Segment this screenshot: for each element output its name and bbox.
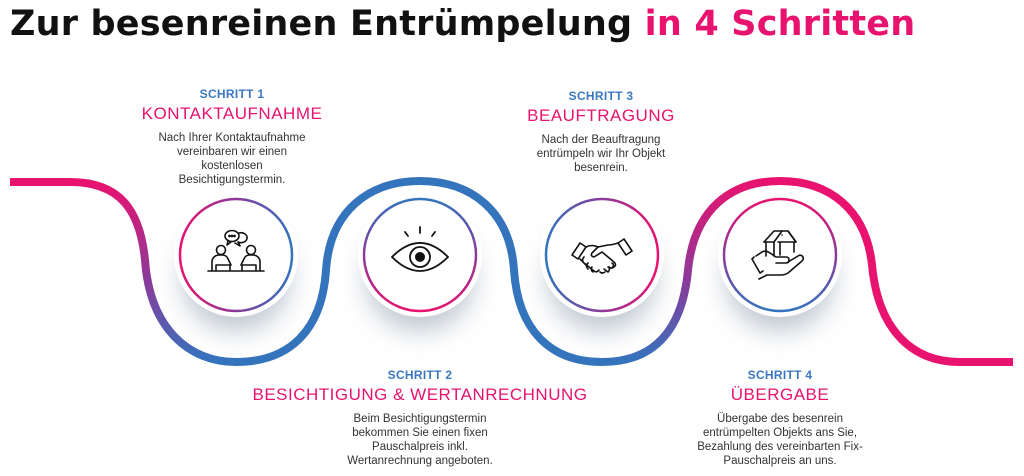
step-2-number: SCHRITT 2 xyxy=(387,368,453,382)
meeting-chat-icon xyxy=(178,197,294,313)
step-3-description: Nach der Beauftragung entrümpeln wir Ihr… xyxy=(536,134,666,174)
step-3-text: SCHRITT 3 BEAUFTRAGUNG Nach der Beauftra… xyxy=(471,89,731,175)
step-1-text: SCHRITT 1 KONTAKTAUFNAHME Nach Ihrer Kon… xyxy=(102,87,362,187)
house-in-hand-icon xyxy=(722,197,838,313)
eye-icon xyxy=(362,197,478,313)
step-4-circle xyxy=(718,193,842,317)
step-1-number: SCHRITT 1 xyxy=(199,87,265,101)
step-3-heading: BEAUFTRAGUNG xyxy=(527,106,675,125)
step-3-number: SCHRITT 3 xyxy=(568,89,634,103)
step-1-description: Nach Ihrer Kontaktaufnahme vereinbaren w… xyxy=(158,132,306,186)
step-1-heading: KONTAKTAUFNAHME xyxy=(141,104,323,123)
step-2-description: Beim Besichtigungstermin bekommen Sie ei… xyxy=(347,413,493,467)
title-accent: in 4 Schritten xyxy=(644,4,916,44)
page-title: Zur besenreinen Entrümpelung in 4 Schrit… xyxy=(10,4,915,44)
step-2-text: SCHRITT 2 BESICHTIGUNG & WERTANRECHNUNG … xyxy=(240,368,600,468)
step-4-number: SCHRITT 4 xyxy=(747,368,813,382)
handshake-icon xyxy=(544,197,660,313)
step-1-circle xyxy=(174,193,298,317)
step-3-circle xyxy=(540,193,664,317)
step-2-heading: BESICHTIGUNG & WERTANRECHNUNG xyxy=(252,385,588,404)
step-4-heading: ÜBERGABE xyxy=(730,385,830,404)
step-4-description: Übergabe des besenrein entrümpelten Obje… xyxy=(697,413,863,467)
step-4-text: SCHRITT 4 ÜBERGABE Übergabe des besenrei… xyxy=(650,368,910,468)
title-main: Zur besenreinen Entrümpelung xyxy=(10,4,633,44)
step-2-circle xyxy=(358,193,482,317)
